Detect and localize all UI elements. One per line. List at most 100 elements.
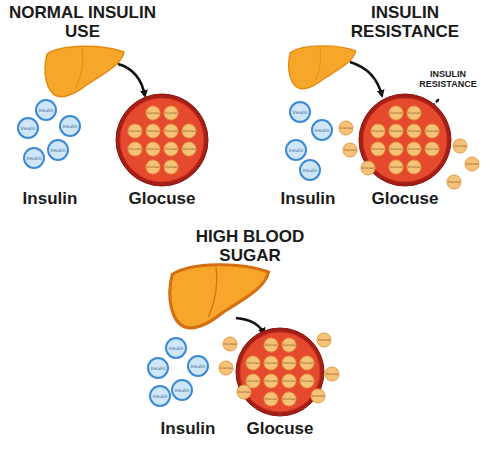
- glucose-text: Glucose: [163, 159, 179, 175]
- cell-label: Glocuse: [206, 420, 354, 439]
- insulin-text: Insulin: [34, 98, 58, 122]
- glucose-circle: Glucose: [388, 141, 404, 157]
- insulin-label: Insulin: [268, 190, 348, 209]
- insulin-circle: Insulin: [146, 356, 170, 380]
- insulin-text: Insulin: [16, 116, 40, 140]
- cell-circle: GlocuseGlucoseGlucoseGlucoseGlucoseGluco…: [359, 94, 451, 212]
- glucose-text: Glucose: [181, 123, 197, 139]
- insulin-text: Insulin: [186, 354, 210, 378]
- glucose-circle: Glucose: [222, 336, 238, 352]
- glucose-text: Glucose: [388, 159, 404, 175]
- glucose-text: Glucose: [281, 391, 297, 407]
- glucose-circle: Glucose: [263, 355, 279, 371]
- cell-circle: GlocuseGlucoseGlucoseGlucoseGlucoseGluco…: [236, 328, 324, 442]
- insulin-circle: Insulin: [186, 354, 210, 378]
- insulin-text: Insulin: [58, 114, 82, 138]
- glucose-text: Glucose: [370, 123, 386, 139]
- panel-heading: INSULIN RESISTANCE: [330, 4, 480, 41]
- glucose-text: Glucose: [388, 141, 404, 157]
- insulin-circle: Insulin: [164, 336, 188, 360]
- insulin-label: Insulin: [10, 190, 90, 209]
- glucose-circle: Glucose: [236, 384, 252, 400]
- cell-circle: GlocuseGlucoseGlucoseGlucoseGlucoseGluco…: [116, 94, 208, 212]
- insulin-text: Insulin: [298, 158, 322, 182]
- glucose-circle: Glucose: [406, 123, 422, 139]
- glucose-text: Glucose: [281, 337, 297, 353]
- insulin-text: Insulin: [164, 336, 188, 360]
- liver: [289, 46, 356, 89]
- glucose-text: Glucose: [145, 159, 161, 175]
- liver: [45, 46, 124, 96]
- insulin-text: Insulin: [310, 118, 334, 142]
- glucose-text: Glucose: [338, 120, 354, 136]
- glucose-circle: Glucose: [145, 123, 161, 139]
- insulin-circle: Insulin: [34, 98, 58, 122]
- glucose-circle: Glucose: [324, 366, 340, 382]
- glucose-text: Glucose: [236, 384, 252, 400]
- glucose-circle: Glucose: [218, 360, 234, 376]
- glucose-circle: Glucose: [281, 373, 297, 389]
- glucose-circle: Glucose: [145, 141, 161, 157]
- glucose-text: Glucose: [452, 138, 468, 154]
- glucose-text: Glucose: [388, 123, 404, 139]
- glucose-circle: Glucose: [181, 141, 197, 157]
- insulin-circle: Insulin: [310, 118, 334, 142]
- flow-arrow: [350, 62, 382, 96]
- glucose-text: Glucose: [406, 159, 422, 175]
- glucose-circle: Glucose: [163, 123, 179, 139]
- insulin-circle: Insulin: [170, 378, 194, 402]
- glucose-text: Glucose: [446, 174, 462, 190]
- glucose-text: Glucose: [145, 141, 161, 157]
- insulin-circle: Insulin: [58, 114, 82, 138]
- glucose-circle: Glucose: [299, 355, 315, 371]
- glucose-circle: Glucose: [316, 332, 332, 348]
- glucose-circle: Glucose: [424, 141, 440, 157]
- insulin-circle: Insulin: [288, 100, 312, 124]
- glucose-circle: Glucose: [388, 105, 404, 121]
- glucose-text: Glucose: [464, 156, 480, 172]
- glucose-text: Glucose: [424, 123, 440, 139]
- glucose-circle: Glucose: [281, 391, 297, 407]
- glucose-circle: Glucose: [145, 105, 161, 121]
- glucose-text: Glucose: [299, 373, 315, 389]
- glucose-circle: Glucose: [342, 142, 358, 158]
- insulin-text: Insulin: [288, 100, 312, 124]
- glucose-circle: Glucose: [406, 159, 422, 175]
- glucose-circle: Glucose: [263, 373, 279, 389]
- glucose-circle: Glucose: [424, 123, 440, 139]
- glucose-text: Glucose: [342, 142, 358, 158]
- glucose-circle: Glucose: [281, 355, 297, 371]
- insulin-text: Insulin: [148, 384, 172, 408]
- glucose-circle: Glucose: [370, 123, 386, 139]
- glucose-circle: Glucose: [163, 141, 179, 157]
- glucose-circle: Glucose: [163, 105, 179, 121]
- glucose-circle: Glucose: [406, 141, 422, 157]
- glucose-circle: Glucose: [406, 105, 422, 121]
- glucose-text: Glucose: [218, 360, 234, 376]
- glucose-circle: Glucose: [181, 123, 197, 139]
- glucose-text: Glucose: [406, 105, 422, 121]
- insulin-text: Insulin: [22, 146, 46, 170]
- glucose-text: Glucose: [127, 123, 143, 139]
- glucose-text: Glucose: [245, 355, 261, 371]
- cell-label: Glocuse: [329, 190, 481, 209]
- insulin-circle: Insulin: [284, 138, 308, 162]
- insulin-circle: Insulin: [148, 384, 172, 408]
- glucose-text: Glucose: [299, 355, 315, 371]
- flow-arrow: [236, 318, 264, 334]
- glucose-text: Glucose: [263, 373, 279, 389]
- glucose-circle: Glucose: [310, 388, 326, 404]
- insulin-text: Insulin: [46, 138, 70, 162]
- glucose-circle: Glucose: [163, 159, 179, 175]
- glucose-text: Glucose: [406, 123, 422, 139]
- liver: [170, 265, 269, 328]
- glucose-circle: Glucose: [388, 123, 404, 139]
- glucose-circle: Glucose: [127, 141, 143, 157]
- glucose-text: Glucose: [145, 123, 161, 139]
- glucose-text: Glucose: [163, 141, 179, 157]
- glucose-circle: Glucose: [360, 160, 376, 176]
- glucose-text: Glucose: [388, 105, 404, 121]
- cell-shape: [116, 94, 208, 186]
- glucose-text: Glucose: [310, 388, 326, 404]
